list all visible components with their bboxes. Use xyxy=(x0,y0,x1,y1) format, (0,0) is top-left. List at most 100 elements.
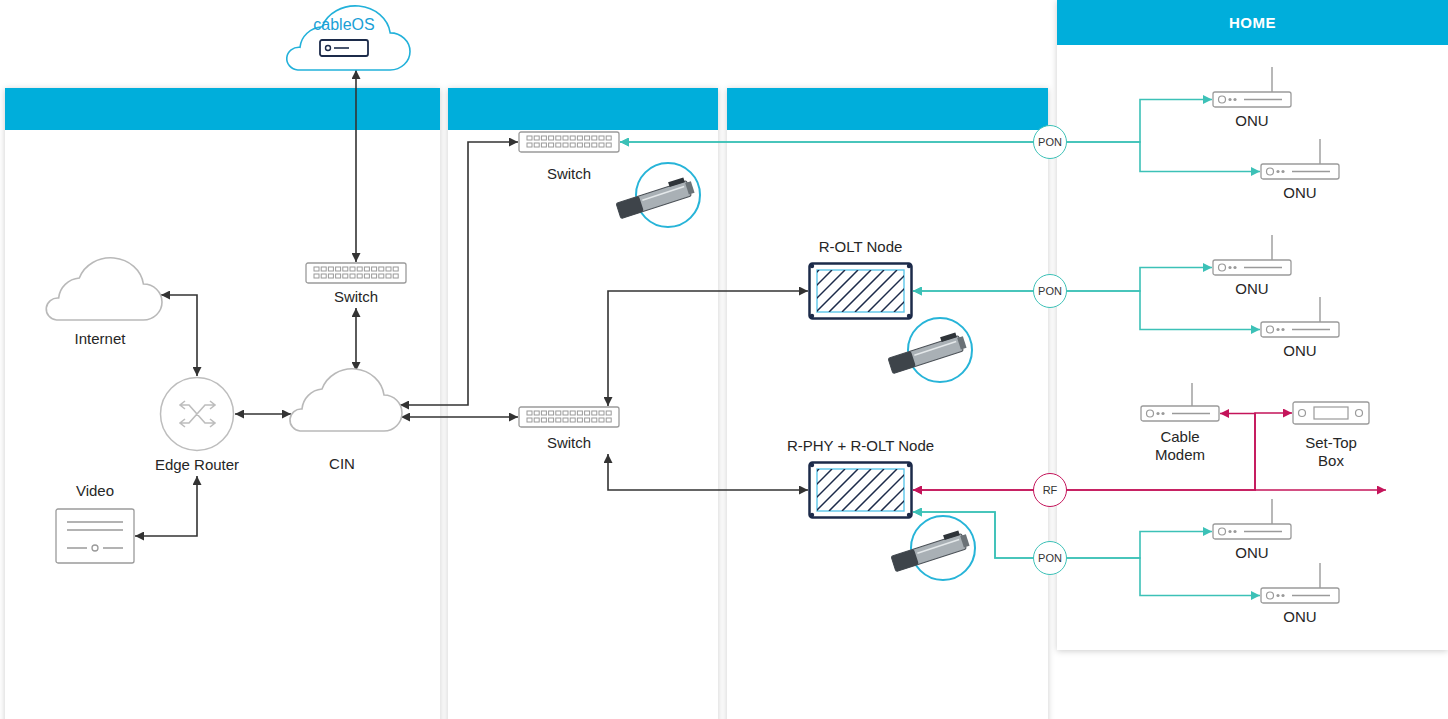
node-label: Switch xyxy=(334,288,378,306)
device-slot xyxy=(1292,171,1330,172)
server-slot xyxy=(334,47,349,49)
switch-port xyxy=(386,267,391,271)
housing-window xyxy=(817,469,904,511)
onu-device: ONU xyxy=(1260,138,1340,202)
device-dot xyxy=(1276,594,1279,597)
column-panel xyxy=(5,88,440,719)
device-dot xyxy=(1281,170,1284,173)
hatch-line xyxy=(842,469,884,511)
column-panel xyxy=(727,88,1048,719)
switch-port xyxy=(343,274,348,278)
connector xyxy=(913,413,1292,490)
column-header-bar xyxy=(448,88,718,130)
antenna xyxy=(1319,297,1320,322)
switch-port xyxy=(592,411,597,415)
switch-port xyxy=(556,411,561,415)
switch-port xyxy=(563,143,568,147)
server-symbol xyxy=(319,39,369,57)
switch-port xyxy=(577,143,582,147)
switch-port xyxy=(599,136,604,140)
device-dot xyxy=(1228,266,1231,269)
edge-router: Edge Router xyxy=(159,376,235,474)
switch-port xyxy=(321,274,326,278)
device-case xyxy=(1261,164,1339,179)
hatch-line xyxy=(868,469,904,511)
cable-modem: Cable Modem xyxy=(1140,382,1220,464)
signal-label: RF xyxy=(1043,484,1058,496)
switch-port xyxy=(541,418,546,422)
cloud-symbol xyxy=(278,2,410,72)
node-label: ONU xyxy=(1235,280,1268,298)
connector xyxy=(235,413,291,415)
onu-device: ONU xyxy=(1212,66,1292,130)
device-dot xyxy=(1228,530,1231,533)
home-panel-ground xyxy=(1057,0,1448,650)
switch-port xyxy=(563,411,568,415)
antenna xyxy=(1319,563,1320,588)
antenna xyxy=(1271,235,1272,260)
device-case xyxy=(1141,406,1219,421)
sfp-transceiver xyxy=(615,163,700,227)
router-body xyxy=(161,378,234,451)
hatch-line xyxy=(894,469,904,511)
cloud-symbol xyxy=(282,365,402,433)
antenna xyxy=(1271,67,1272,92)
node-label: ONU xyxy=(1235,112,1268,130)
switch-port xyxy=(534,143,539,147)
onu-symbol xyxy=(1212,498,1292,540)
switch-port xyxy=(393,267,398,271)
network-switch: Switch xyxy=(305,262,407,306)
column-header-bar xyxy=(727,88,1048,130)
switch-case xyxy=(519,407,619,427)
switch-port xyxy=(570,411,575,415)
switch-port xyxy=(379,274,384,278)
router-symbol xyxy=(159,376,235,452)
signal-label: PON xyxy=(1038,136,1062,148)
mount-tab xyxy=(810,463,814,467)
antenna xyxy=(1319,139,1320,164)
modem-symbol xyxy=(1140,382,1220,422)
switch-port xyxy=(563,418,568,422)
hatch-line xyxy=(855,270,897,312)
switch-case xyxy=(306,263,406,283)
antenna xyxy=(1271,499,1272,524)
device-slot xyxy=(1244,99,1282,100)
video-knob xyxy=(92,545,98,551)
switch-port xyxy=(606,418,611,422)
signal-badge: RF xyxy=(1033,473,1067,507)
set-top-box: Set-Top Box xyxy=(1292,401,1370,470)
switch-port xyxy=(592,143,597,147)
device-led xyxy=(1267,326,1274,333)
switch-port xyxy=(372,267,377,271)
connector xyxy=(135,476,197,536)
switch-symbol xyxy=(518,131,620,153)
video-server-symbol xyxy=(55,508,135,564)
onu-symbol xyxy=(1260,296,1340,338)
mount-tab xyxy=(907,314,911,318)
switch-port xyxy=(549,136,554,140)
mount-tab xyxy=(810,264,814,268)
device-dot xyxy=(1281,594,1284,597)
cloud-outline xyxy=(46,258,162,320)
signal-label: PON xyxy=(1038,285,1062,297)
onu-device: ONU xyxy=(1212,498,1292,562)
switch-port xyxy=(357,267,362,271)
connector xyxy=(913,291,1260,330)
device-slot xyxy=(1292,595,1330,596)
hatch-line xyxy=(817,469,858,511)
switch-port xyxy=(563,136,568,140)
device-display xyxy=(1314,407,1348,419)
signal-badge: PON xyxy=(1033,274,1067,308)
column-header-bar xyxy=(5,88,440,130)
switch-port xyxy=(357,274,362,278)
rf-feed-line xyxy=(1255,489,1386,491)
internet-cloud: Internet xyxy=(38,254,162,348)
cloud-platform: cableOS xyxy=(278,2,410,72)
switch-port xyxy=(585,418,590,422)
node-label: Video xyxy=(76,482,114,500)
cin-cloud: CIN xyxy=(282,365,402,473)
device-led xyxy=(1299,410,1306,417)
housing-hatch xyxy=(817,270,904,312)
video-detail xyxy=(67,522,123,548)
